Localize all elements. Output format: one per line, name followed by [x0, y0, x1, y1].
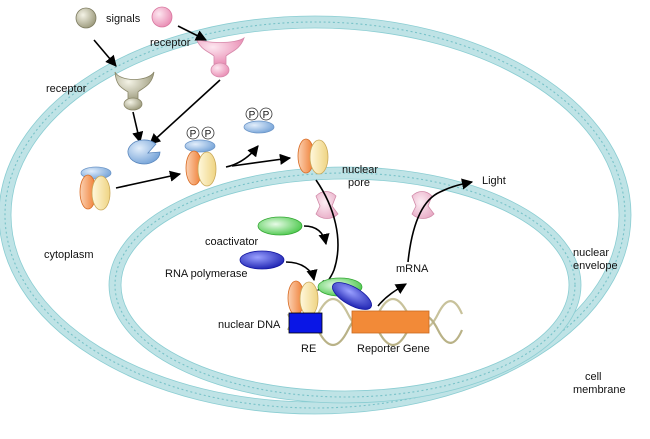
coactivator	[257, 216, 303, 236]
nuclear-envelope	[108, 166, 582, 404]
phosphate-4: P	[263, 110, 270, 121]
response-element	[288, 312, 323, 334]
nuclear-envelope-label-1: nuclear	[573, 247, 609, 259]
arrow-coactivator	[303, 225, 330, 246]
coactivator-label: coactivator	[205, 236, 259, 248]
re-label: RE	[301, 343, 316, 355]
phosphate-3: P	[249, 110, 256, 121]
phosphorylated-complex: P P	[184, 126, 217, 187]
nuclear-pore-label-1: nuclear	[342, 164, 378, 176]
receptor-pink	[195, 36, 245, 78]
activated-dimer	[297, 138, 329, 175]
signals-label: signals	[106, 13, 141, 25]
light-label: Light	[482, 175, 506, 187]
reporter-gene-label: Reporter Gene	[357, 343, 430, 355]
transcription-complex	[287, 277, 372, 317]
inactive-receptor-complex	[79, 166, 112, 211]
reporter-gene	[351, 310, 430, 334]
signal-pink	[151, 6, 173, 28]
kinase	[127, 139, 161, 165]
cytoplasm-label: cytoplasm	[44, 249, 94, 261]
arrow-signal-to-receptor-left	[93, 39, 117, 67]
receptor-top-label: receptor	[150, 37, 191, 49]
nuclear-envelope-label-2: envelope	[573, 260, 618, 272]
mrna-label: mRNA	[396, 263, 429, 275]
phosphate-1: P	[190, 129, 197, 140]
signal-grey	[75, 7, 97, 29]
phosphate-2: P	[205, 129, 212, 140]
released-phospho-cap: P P	[243, 107, 275, 134]
arrow-mrna-to-light	[407, 178, 474, 263]
receptor-grey	[114, 71, 155, 111]
cell-membrane-label-2: membrane	[573, 384, 626, 396]
nuclear-pore-label-2: pore	[348, 177, 370, 189]
receptor-left-label: receptor	[46, 83, 87, 95]
arrow-gene-to-mrna	[377, 283, 407, 307]
arrow-release	[225, 145, 259, 168]
cell-membrane-label-1: cell	[585, 371, 602, 383]
arrow-complex-to-phosphorylated	[115, 170, 182, 189]
rna-polymerase	[239, 250, 285, 270]
arrow-to-dimer	[231, 153, 292, 167]
cell-membrane	[0, 15, 632, 415]
arrow-signal-to-receptor-top	[177, 25, 208, 41]
nuclear-dna-label: nuclear DNA	[218, 319, 281, 331]
nuclear-pore-left	[315, 191, 339, 219]
arrow-receptor-left-to-kinase	[132, 111, 144, 144]
rna-polymerase-label: RNA polymerase	[165, 268, 248, 280]
arrow-rna-polymerase	[285, 261, 318, 282]
nuclear-pore-right	[411, 191, 435, 219]
arrow-receptor-top-to-kinase	[149, 79, 221, 145]
